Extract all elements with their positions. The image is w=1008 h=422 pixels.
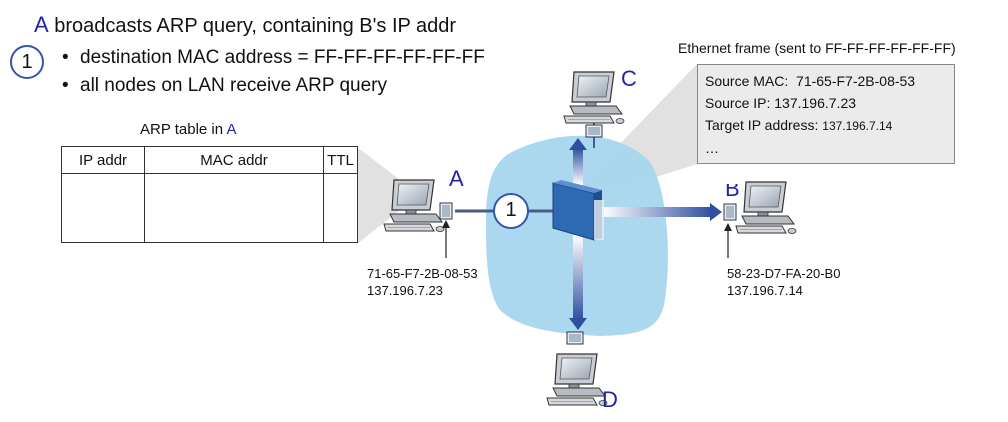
diagram-title: A broadcasts ARP query, containing B's I… xyxy=(34,12,456,38)
arrow-to-d xyxy=(573,235,583,320)
link-step-number: 1 xyxy=(505,199,517,221)
frame-source-ip: Source IP: 137.196.7.23 xyxy=(705,95,857,111)
bullet-symbol: • xyxy=(62,75,69,96)
bullet-item: •all nodes on LAN receive ARP query xyxy=(62,72,485,100)
title-node-name: A xyxy=(34,12,49,37)
arp-header-mac: MAC addr xyxy=(144,146,324,174)
node-d-label: D xyxy=(602,387,618,412)
frame-caption: Ethernet frame (sent to FF-FF-FF-FF-FF-F… xyxy=(678,40,956,56)
host-b-computer xyxy=(735,181,797,235)
bullet-list: •destination MAC address = FF-FF-FF-FF-F… xyxy=(62,44,485,100)
frame-source-mac: Source MAC: 71-65-F7-2B-08-53 xyxy=(705,73,916,89)
host-d-computer xyxy=(546,353,608,407)
host-b-nic xyxy=(723,203,737,221)
host-c-computer xyxy=(563,71,625,125)
arrow-to-c xyxy=(573,148,583,185)
arp-table: IP addr MAC addr TTL xyxy=(61,146,358,243)
step-number: 1 xyxy=(10,45,44,79)
title-text: broadcasts ARP query, containing B's IP … xyxy=(54,15,457,37)
host-a-nic xyxy=(439,202,453,220)
node-b-label: B xyxy=(725,176,740,201)
node-b-ip: 137.196.7.14 xyxy=(727,283,803,298)
frame-ellipsis: … xyxy=(705,140,719,156)
arp-header-ip: IP addr xyxy=(61,146,145,174)
link-step-circle xyxy=(493,193,529,229)
bullet-item: •destination MAC address = FF-FF-FF-FF-F… xyxy=(62,44,485,72)
node-a-mac: 71-65-F7-2B-08-53 xyxy=(367,266,478,281)
arp-table-empty-row xyxy=(61,173,358,243)
node-b-mac: 58-23-D7-FA-20-B0 xyxy=(727,266,841,281)
host-d-nic xyxy=(566,331,584,345)
node-a-ip: 137.196.7.23 xyxy=(367,283,443,298)
arrow-to-b xyxy=(602,207,712,217)
switch xyxy=(552,180,604,241)
node-a-label: A xyxy=(449,166,464,191)
arp-header-ttl: TTL xyxy=(323,146,358,174)
arp-table-caption: ARP table in A xyxy=(140,121,237,138)
arp-table-callout xyxy=(357,147,400,244)
host-a-computer xyxy=(383,179,445,233)
bullet-symbol: • xyxy=(62,47,69,68)
host-c-nic xyxy=(585,124,603,138)
node-b-address: 58-23-D7-FA-20-B0 137.196.7.14 xyxy=(727,265,840,299)
ethernet-frame-box: Source MAC: 71-65-F7-2B-08-53 Source IP:… xyxy=(697,64,955,164)
frame-target-ip: Target IP address: 137.196.7.14 xyxy=(705,117,893,133)
node-c-label: C xyxy=(621,66,637,91)
node-a-address: 71-65-F7-2B-08-53 137.196.7.23 xyxy=(367,265,478,299)
arp-table-header-row: IP addr MAC addr TTL xyxy=(61,146,358,174)
